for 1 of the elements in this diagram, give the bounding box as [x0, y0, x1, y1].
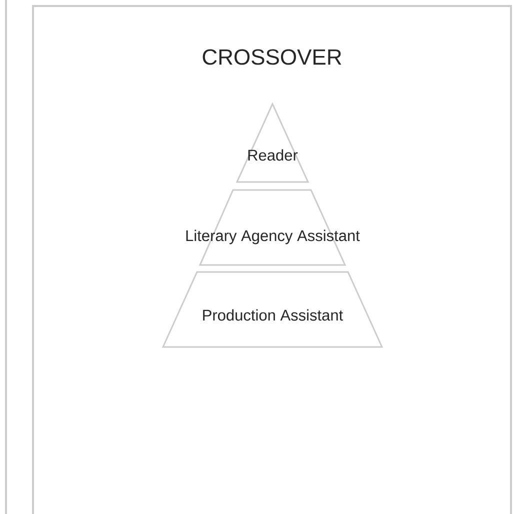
pyramid-tier: Literary Agency Assistant — [186, 189, 360, 266]
